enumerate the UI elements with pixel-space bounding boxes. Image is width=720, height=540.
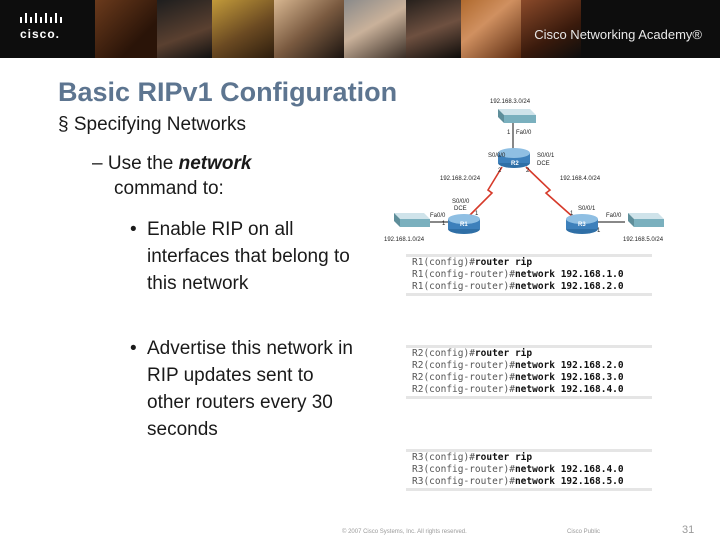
sub-bullet-suffix: command to:	[114, 178, 224, 199]
label-if-r3-serial: 1	[570, 211, 574, 217]
label-link-left: 192.168.2.0/24	[440, 176, 481, 182]
switch-left-icon	[394, 213, 430, 227]
network-topology-diagram: 192.168.3.0/24 1 Fa0/0 S0/0/0 S0/0/1 DCE…	[384, 99, 664, 243]
point-enable-rip: • Enable RIP on all interfaces that belo…	[130, 216, 360, 297]
code-line: R1(config)#router rip	[412, 257, 533, 268]
serial-link-r1-r2	[467, 166, 503, 218]
label-r1-s00: S0/0/0	[452, 199, 470, 205]
label-r2: R2	[511, 161, 519, 167]
label-if-r1-serial: 1	[475, 211, 479, 217]
banner-photo-1	[95, 0, 157, 58]
label-r2-fa: Fa0/0	[516, 130, 532, 136]
slide-title: Basic RIPv1 Configuration	[58, 77, 398, 107]
bullet-dot: •	[130, 338, 137, 359]
footer-classification: Cisco Public	[567, 529, 601, 535]
code-line: R3(config-router)#network 192.168.5.0	[412, 476, 624, 487]
network-keyword: network	[178, 153, 252, 174]
code-line: R1(config-router)#network 192.168.2.0	[412, 281, 624, 292]
label-r2-s00: S0/0/0	[488, 153, 506, 159]
bullet-dot: •	[130, 219, 137, 240]
bullet-specifying-networks: § Specifying Networks	[58, 114, 246, 135]
label-right-lan: 192.168.5.0/24	[623, 237, 664, 243]
label-dce-left: DCE	[454, 206, 467, 212]
code-block-r2: R2(config)#router rip R2(config-router)#…	[406, 345, 652, 399]
label-r3: R3	[578, 222, 586, 228]
label-r2-s01: S0/0/1	[537, 153, 555, 159]
page-number: 31	[682, 524, 695, 536]
cisco-logo-icon	[20, 13, 62, 23]
code-line: R2(config-router)#network 192.168.4.0	[412, 384, 624, 395]
point-advertise: • Advertise this network in RIP updates …	[130, 335, 360, 443]
banner-photo-5	[344, 0, 406, 58]
banner-photo-4	[274, 0, 344, 58]
banner-photo-3	[212, 0, 274, 58]
code-block-r1: R1(config)#router rip R1(config-router)#…	[406, 254, 652, 296]
sub-bullet: – Use the network command to:	[92, 151, 312, 201]
router-r1-icon	[448, 214, 480, 234]
code-line: R3(config-router)#network 192.168.4.0	[412, 464, 624, 475]
label-top-lan: 192.168.3.0/24	[490, 99, 531, 105]
label-if-r2-right: 2	[526, 168, 530, 174]
label-r3-fa: Fa0/0	[606, 213, 622, 219]
academy-label: Cisco Networking Academy®	[534, 27, 702, 42]
footer-copyright: © 2007 Cisco Systems, Inc. All rights re…	[342, 529, 467, 535]
code-line: R2(config-router)#network 192.168.2.0	[412, 360, 624, 371]
point-advertise-text: Advertise this network in RIP updates se…	[147, 338, 353, 440]
label-r1: R1	[460, 222, 468, 228]
cisco-logo-text: cisco.	[20, 27, 61, 41]
router-r2-icon	[498, 148, 530, 168]
banner-photo-8	[521, 0, 581, 58]
switch-top-icon	[498, 109, 536, 123]
label-r2-dce: DCE	[537, 161, 550, 167]
code-line: R1(config-router)#network 192.168.1.0	[412, 269, 624, 280]
label-if-r1-fa: 1	[442, 221, 446, 227]
banner-photo-2	[157, 0, 212, 58]
label-left-lan: 192.168.1.0/24	[384, 237, 425, 243]
banner-photo-7	[461, 0, 521, 58]
code-line: R3(config)#router rip	[412, 452, 533, 463]
label-if-top-1: 1	[507, 130, 511, 136]
label-if-r2-left: 2	[498, 168, 502, 174]
sub-bullet-prefix: – Use the	[92, 153, 179, 174]
label-link-right: 192.168.4.0/24	[560, 176, 601, 182]
label-if-r3-fa: 1	[597, 228, 601, 234]
label-r1-fa: Fa0/0	[430, 213, 446, 219]
code-line: R2(config-router)#network 192.168.3.0	[412, 372, 624, 383]
point-enable-rip-text: Enable RIP on all interfaces that belong…	[147, 219, 350, 294]
header-banner: cisco. Cisco Networking Academy®	[0, 0, 720, 58]
label-r3-s01: S0/0/1	[578, 206, 596, 212]
code-block-r3: R3(config)#router rip R3(config-router)#…	[406, 449, 652, 491]
serial-link-r2-r3	[525, 166, 574, 218]
code-line: R2(config)#router rip	[412, 348, 533, 359]
banner-photo-6	[406, 0, 461, 58]
switch-right-icon	[628, 213, 664, 227]
router-r3-icon	[566, 214, 598, 234]
